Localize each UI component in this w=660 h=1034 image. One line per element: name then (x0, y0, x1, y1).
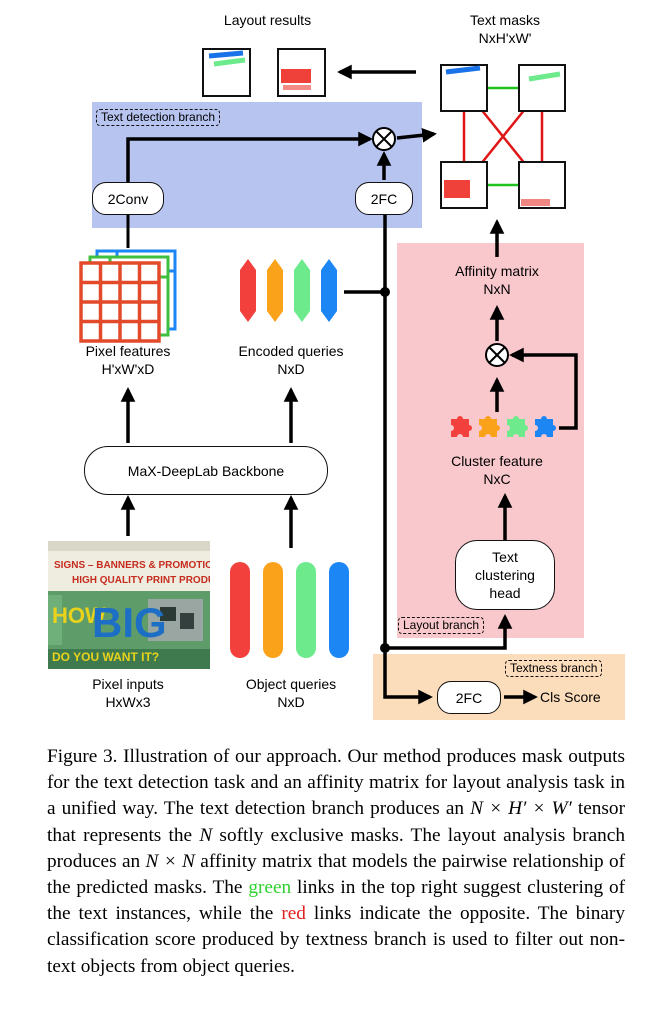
caption-part-1: Figure 3. Illustration of our approach. … (47, 746, 625, 820)
caption-part-2: tensor that represents the (47, 798, 625, 846)
caption-part-3: softly exclusive masks. The layout analy… (47, 824, 625, 872)
text-mask-3 (440, 161, 488, 209)
text-mask-4 (518, 161, 566, 209)
object-queries-icon (230, 562, 349, 658)
pixel-inputs-image: SIGNS – BANNERS & PROMOTIONA HIGH QUALIT… (48, 541, 210, 669)
caption-red-word: red (281, 903, 306, 925)
backbone-block: MaX-DeepLab Backbone (84, 446, 328, 495)
caption-math-3: N × N (145, 850, 195, 872)
cluster-feature-dim: NxC (483, 471, 511, 487)
cls-score-label: Cls Score (540, 689, 601, 705)
to-clustering-head-line (385, 614, 513, 650)
sign-text-4: BIG (92, 599, 167, 646)
pixel-features-label: Pixel features (85, 343, 171, 359)
multiply-to-masks-arrow (396, 127, 437, 143)
diagram-canvas (79, 48, 625, 720)
affinity-matrix-label: Affinity matrix (455, 263, 539, 279)
object-queries-label: Object queries (245, 676, 337, 692)
clustering-head-block: Text clustering head (455, 540, 555, 610)
layout-branch-tag: Layout branch (398, 617, 485, 634)
caption-part-4: affinity matrix that models the pairwise… (47, 850, 626, 899)
layout-result-2 (277, 48, 326, 97)
sign-text-2: HIGH QUALITY PRINT PRODUCTS (72, 575, 210, 586)
layout-result-1 (202, 48, 251, 97)
sign-photo: SIGNS – BANNERS & PROMOTIONA HIGH QUALIT… (48, 541, 210, 669)
text-masks-dim: NxH'xW' (478, 30, 532, 46)
caption-part-5: links in the top right suggest clusterin… (47, 877, 626, 925)
encoded-queries-icon (240, 259, 337, 322)
to-textness-line (383, 648, 433, 705)
cluster-loop-line (509, 347, 578, 430)
fc-block-top: 2FC (355, 182, 413, 215)
caption-green-word: green (248, 877, 292, 899)
encoded-queries-label: Encoded queries (238, 343, 344, 359)
fc-block-bottom: 2FC (437, 681, 501, 714)
pixel-inputs-label: Pixel inputs (92, 676, 164, 692)
textness-branch-tag: Textness branch (505, 660, 603, 677)
clustering-head-line-3: head (489, 585, 521, 601)
conv-to-multiply-line (126, 131, 373, 189)
figure-caption: Figure 3. Illustration of our approach. … (47, 744, 625, 980)
text-detection-branch-tag: Text detection branch (96, 109, 221, 126)
clustering-head-line-1: Text (492, 549, 518, 565)
sign-text-5: DO YOU WANT IT? (52, 650, 159, 664)
caption-math-1: N × H′ × W′ (470, 798, 572, 820)
text-mask-1 (440, 64, 488, 112)
layout-results-label: Layout results (223, 12, 312, 28)
clustering-head-line-2: clustering (475, 567, 535, 583)
pixel-inputs-dim: HxWx3 (105, 694, 151, 710)
figure-diagram: Layout results Text masks NxH'xW' Text d… (48, 12, 625, 720)
conv-block: 2Conv (92, 182, 164, 215)
cluster-feature-icon (451, 416, 556, 437)
object-queries-dim: NxD (277, 694, 305, 710)
caption-part-6: links indicate the opposite. The binary … (47, 903, 625, 977)
encoded-queries-dim: NxD (277, 361, 305, 377)
cluster-feature-label: Cluster feature (451, 453, 543, 469)
caption-math-2: N (199, 824, 213, 846)
text-mask-2 (518, 64, 566, 112)
sign-text-3: HOW (52, 603, 106, 628)
affinity-matrix-dim: NxN (483, 281, 511, 297)
pixel-features-icon (79, 249, 177, 343)
sign-text-1: SIGNS – BANNERS & PROMOTIONA (54, 560, 210, 571)
pixel-features-dim: H'xW'xD (101, 361, 155, 377)
text-masks-label: Text masks (469, 12, 540, 28)
